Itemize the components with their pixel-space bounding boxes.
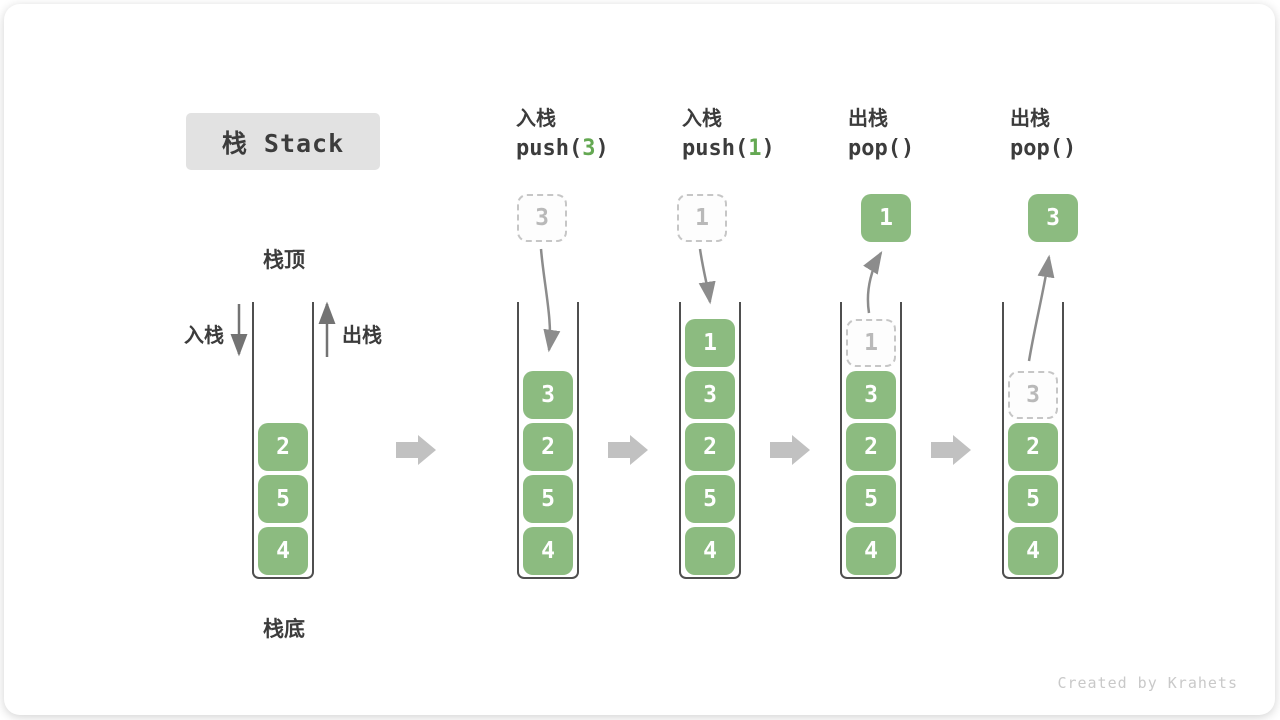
stack-cell: 4 (258, 527, 308, 575)
stack-cell: 1 (685, 319, 735, 367)
floating-popped-value: 1 (861, 194, 911, 242)
pop-direction-label: 出栈 (342, 325, 382, 347)
stack-cell: 4 (1008, 527, 1058, 575)
stack-cell: 5 (685, 475, 735, 523)
operation-label: 入栈 push(1) (682, 106, 775, 166)
operation-code: pop() (848, 136, 915, 161)
stack-cell: 4 (523, 527, 573, 575)
operation-label: 出栈 pop() (1010, 106, 1076, 166)
operation-label: 出栈 pop() (848, 106, 914, 166)
stack-cell: 2 (685, 423, 735, 471)
stack-cell: 2 (846, 423, 896, 471)
stack-cell: 2 (1008, 423, 1058, 471)
stack-cell: 4 (685, 527, 735, 575)
floating-popped-value: 3 (1028, 194, 1078, 242)
stack-cell-removed: 3 (1008, 371, 1058, 419)
floating-push-value: 1 (677, 194, 727, 242)
operation-code: push(3) (516, 136, 609, 161)
stack-bottom-label: 栈底 (263, 618, 305, 641)
operation-name: 出栈 (848, 108, 888, 130)
operation-code: push(1) (682, 136, 775, 161)
stack-cell: 5 (1008, 475, 1058, 523)
stack-cell: 5 (523, 475, 573, 523)
operation-name: 出栈 (1010, 108, 1050, 130)
stack-cell: 2 (258, 423, 308, 471)
push-direction-label: 入栈 (184, 325, 224, 347)
stack-cell: 2 (523, 423, 573, 471)
stack-top-label: 栈顶 (263, 249, 305, 272)
stack-cell-removed: 1 (846, 319, 896, 367)
stack-cell: 4 (846, 527, 896, 575)
diagram-title: 栈 Stack (186, 113, 380, 170)
stack-cell: 5 (846, 475, 896, 523)
diagram-card (4, 4, 1275, 715)
stack-cell: 3 (846, 371, 896, 419)
floating-push-value: 3 (517, 194, 567, 242)
stack-cell: 3 (685, 371, 735, 419)
operation-label: 入栈 push(3) (516, 106, 609, 166)
stack-cell: 5 (258, 475, 308, 523)
operation-name: 入栈 (516, 108, 556, 130)
diagram-title-label: 栈 Stack (221, 128, 345, 158)
stack-cell: 3 (523, 371, 573, 419)
operation-name: 入栈 (682, 108, 722, 130)
credit-text: Created by Krahets (1057, 674, 1238, 692)
operation-code: pop() (1010, 136, 1077, 161)
